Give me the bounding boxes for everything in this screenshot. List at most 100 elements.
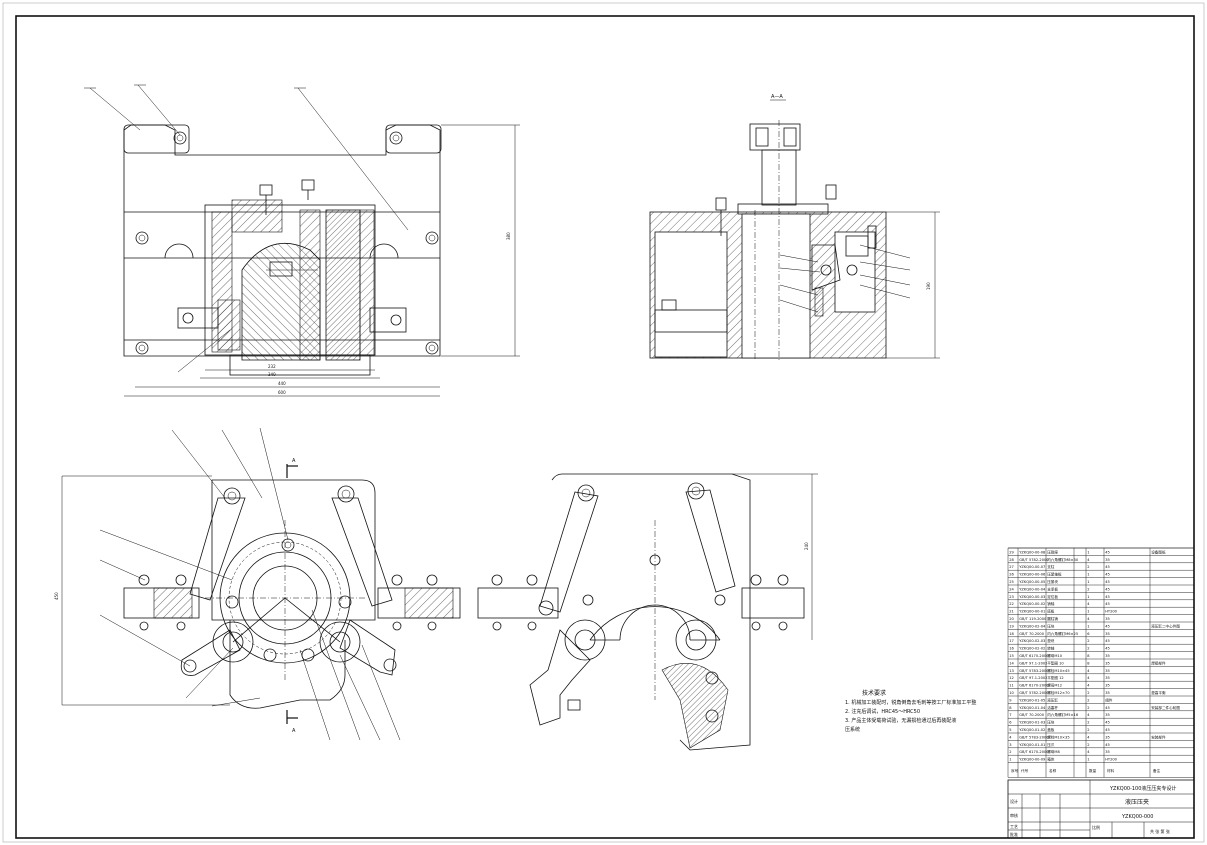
bom-cell: 23 <box>1009 595 1014 599</box>
bom-header-cell: 备注 <box>1153 768 1161 773</box>
bom-cell: GB/T 5783-2000 <box>1019 735 1049 739</box>
bom-cell: 45 <box>1105 728 1110 732</box>
bom-cell: 26 <box>1009 573 1014 577</box>
bom-cell: 2 <box>1087 706 1089 710</box>
bom-cell: 45 <box>1105 565 1110 569</box>
bom-cell: 支承板 <box>1047 586 1058 591</box>
tech-req-line-4: 压系统 <box>845 726 860 733</box>
bom-cell: 4 <box>1087 602 1090 606</box>
bom-cell: 35 <box>1105 669 1110 673</box>
bom-cell: 1 <box>1087 580 1089 584</box>
bom-cell: GB/T 97.1-2002 <box>1019 661 1047 665</box>
section-marker-bottom: A <box>292 728 296 734</box>
bom-cell: 35 <box>1105 750 1110 754</box>
bom-cell: 13 <box>1009 669 1014 673</box>
bom-cell: 27 <box>1009 565 1014 569</box>
drawing-number: YZKQ00-000 <box>1121 814 1153 820</box>
bom-cell: YZKQ00-01-03 <box>1019 721 1045 725</box>
bom-cell: YZKQ00-00-05 <box>1019 580 1045 584</box>
bom-cell: 20 <box>1009 617 1014 621</box>
bom-cell: YZKQ00-00-08 <box>1019 550 1046 554</box>
drawing-frame <box>15 15 1195 839</box>
bom-cell: 1 <box>1087 758 1089 762</box>
bom-cell: 8 <box>1087 654 1090 658</box>
bom-cell: 35 <box>1105 713 1110 717</box>
bom-cell: 2 <box>1087 721 1089 725</box>
bom-cell: 压块 <box>1047 623 1055 628</box>
dim-232: 232 <box>268 364 276 369</box>
bom-cell: 45 <box>1105 647 1110 651</box>
bom-cell: YZKQ00-00-04 <box>1019 587 1046 591</box>
bom-cell: 4 <box>1087 676 1090 680</box>
bom-cell: 29 <box>1009 550 1014 554</box>
bom-cell: 4 <box>1087 750 1090 754</box>
bom-cell: 16 <box>1009 647 1014 651</box>
bom-cell: YZKQ00-01-05 <box>1019 698 1045 702</box>
bom-cell: 1 <box>1087 610 1089 614</box>
bom-cell: YZKQ00-00-06 <box>1019 573 1046 577</box>
bom-cell: 内六角螺钉M5×16 <box>1047 712 1079 717</box>
bom-cell: 15 <box>1009 654 1014 658</box>
bom-cell: 35 <box>1105 654 1110 658</box>
bom-cell: 定位板 <box>1047 594 1058 599</box>
front-bolts <box>135 231 439 355</box>
bom-header-cell: 数量 <box>1089 768 1097 773</box>
dim-side-height: 190 <box>926 282 931 290</box>
bom-cell: 45 <box>1105 595 1110 599</box>
bom-cell: 2 <box>1087 743 1089 747</box>
bom-cell: 35 <box>1105 558 1110 562</box>
bom-cell: 2 <box>1009 750 1011 754</box>
bom-cell: 盖板 <box>1047 727 1055 732</box>
bom-cell: YZKQ00-00-01 <box>1019 610 1045 614</box>
bom-cell: 19 <box>1009 624 1014 628</box>
bom-cell: 45 <box>1105 573 1110 577</box>
dim-front-height: 380 <box>506 232 511 240</box>
bom-cell: 45 <box>1105 550 1110 554</box>
bom-header-cell: 材料 <box>1107 768 1115 773</box>
front-leaders <box>84 84 409 373</box>
bom-cell: 6 <box>1087 632 1090 636</box>
bom-cell: 45 <box>1105 587 1110 591</box>
side-leaders <box>779 244 911 313</box>
bom-cell: 10 <box>1009 691 1014 695</box>
front-dimensions: 232 340 440 600 380 <box>124 124 520 397</box>
bom-cell: 转轴 <box>1047 646 1055 651</box>
bom-cell: 支柱 <box>1047 564 1055 569</box>
bom-cell: 12 <box>1009 676 1014 680</box>
section-marker-top: A <box>292 458 296 464</box>
bom-cell: YZKQ00-00-09 <box>1019 758 1046 762</box>
bom-cell: 内六角螺钉M8×30 <box>1047 557 1079 562</box>
bom-cell: 28 <box>1009 558 1014 562</box>
bom-cell: 压块 <box>1047 720 1055 725</box>
bom-cell: 组件 <box>1105 697 1113 702</box>
bom-cell: 4 <box>1087 617 1090 621</box>
dim-440: 440 <box>278 381 286 386</box>
bom-cell: 8 <box>1087 661 1090 665</box>
bom-cell: 6 <box>1009 721 1012 725</box>
bom-cell: 45 <box>1105 721 1110 725</box>
bom-cell: 螺母M10 <box>1047 653 1063 658</box>
bom-cell: 35 <box>1105 617 1110 621</box>
bom-cell: 25 <box>1009 580 1014 584</box>
bom-cell: 1 <box>1087 595 1089 599</box>
bom-cell: 8 <box>1009 706 1012 710</box>
tech-req-line-3: 3. 产品主体受载荷试验，无漏损检通过后再装配液 <box>845 717 956 724</box>
bom-cell: 安装部二件心轮图 <box>1151 705 1180 710</box>
bom-header-cell: 序号 <box>1011 768 1019 773</box>
bom-cell: 35 <box>1105 735 1110 739</box>
bom-cell: 平垫圈 10 <box>1047 660 1064 665</box>
plan-view-right: 240 <box>477 473 818 751</box>
bom-cell: 35 <box>1105 632 1110 636</box>
bom-cell: 5 <box>1009 728 1011 732</box>
bom-cell: YZKQ00-02-03 <box>1019 639 1045 643</box>
bom-cell: 45 <box>1105 706 1110 710</box>
bom-cell: 45 <box>1105 743 1110 747</box>
bom-cell: 箱体 <box>1047 757 1055 762</box>
front-view: 232 340 440 600 380 <box>84 84 520 397</box>
sign-design: 设计 <box>1010 798 1018 804</box>
bom-cell: 圆柱销 <box>1047 616 1058 621</box>
dim-600: 600 <box>278 390 286 395</box>
bom-cell: 螺栓M12×70 <box>1047 690 1070 695</box>
bom-cell: 11 <box>1009 684 1014 688</box>
